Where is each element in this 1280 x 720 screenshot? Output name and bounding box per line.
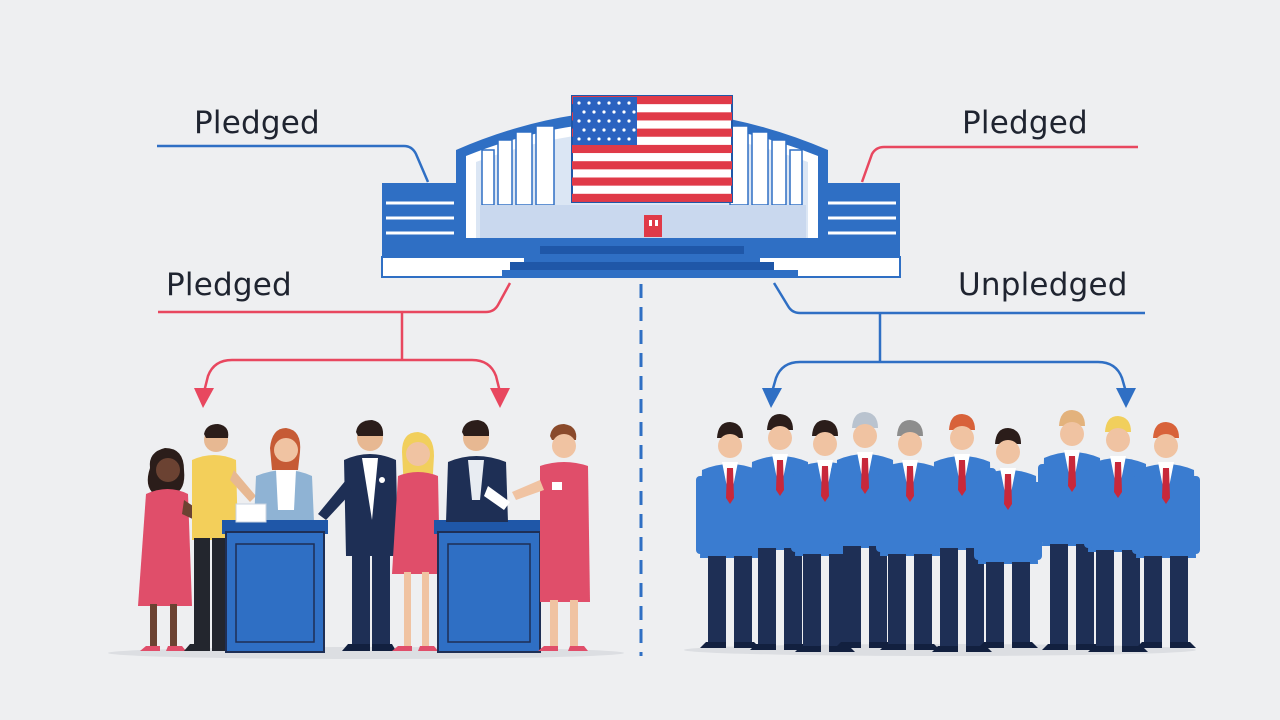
person-icon bbox=[512, 424, 590, 651]
delegate-group bbox=[696, 410, 1200, 652]
ballot-box-icon bbox=[222, 503, 328, 653]
person-icon bbox=[446, 420, 510, 522]
arrow-head-right-a bbox=[762, 388, 782, 408]
person-icon bbox=[318, 420, 398, 651]
person-icon bbox=[392, 432, 440, 651]
delegate-suit-icon bbox=[974, 428, 1042, 648]
arrow-head-left-a bbox=[194, 388, 214, 408]
delegate-suit-icon bbox=[876, 420, 944, 650]
connector-mid-right bbox=[772, 282, 1145, 315]
connector-top-right bbox=[860, 145, 1138, 183]
person-icon bbox=[184, 424, 256, 651]
right-split-arrows bbox=[762, 313, 1136, 408]
ballot-box-icon bbox=[434, 520, 544, 653]
arrow-head-left-b bbox=[490, 388, 510, 408]
label-pledged-mid-left: Pledged bbox=[166, 267, 292, 303]
label-pledged-top-left: Pledged bbox=[194, 105, 320, 141]
left-split-arrows bbox=[194, 312, 510, 408]
connector-mid-left bbox=[158, 282, 512, 314]
label-pledged-top-right: Pledged bbox=[962, 105, 1088, 141]
connector-lines bbox=[157, 144, 1145, 656]
convention-hall-icon bbox=[381, 110, 901, 278]
label-unpledged-mid-right: Unpledged bbox=[958, 267, 1128, 303]
arrow-head-right-b bbox=[1116, 388, 1136, 408]
person-icon bbox=[138, 448, 214, 651]
voter-group bbox=[138, 420, 590, 653]
person-icon bbox=[254, 428, 314, 522]
connector-top-left bbox=[157, 144, 430, 183]
delegate-suit-icon bbox=[1132, 422, 1200, 648]
us-flag-icon bbox=[571, 95, 733, 203]
